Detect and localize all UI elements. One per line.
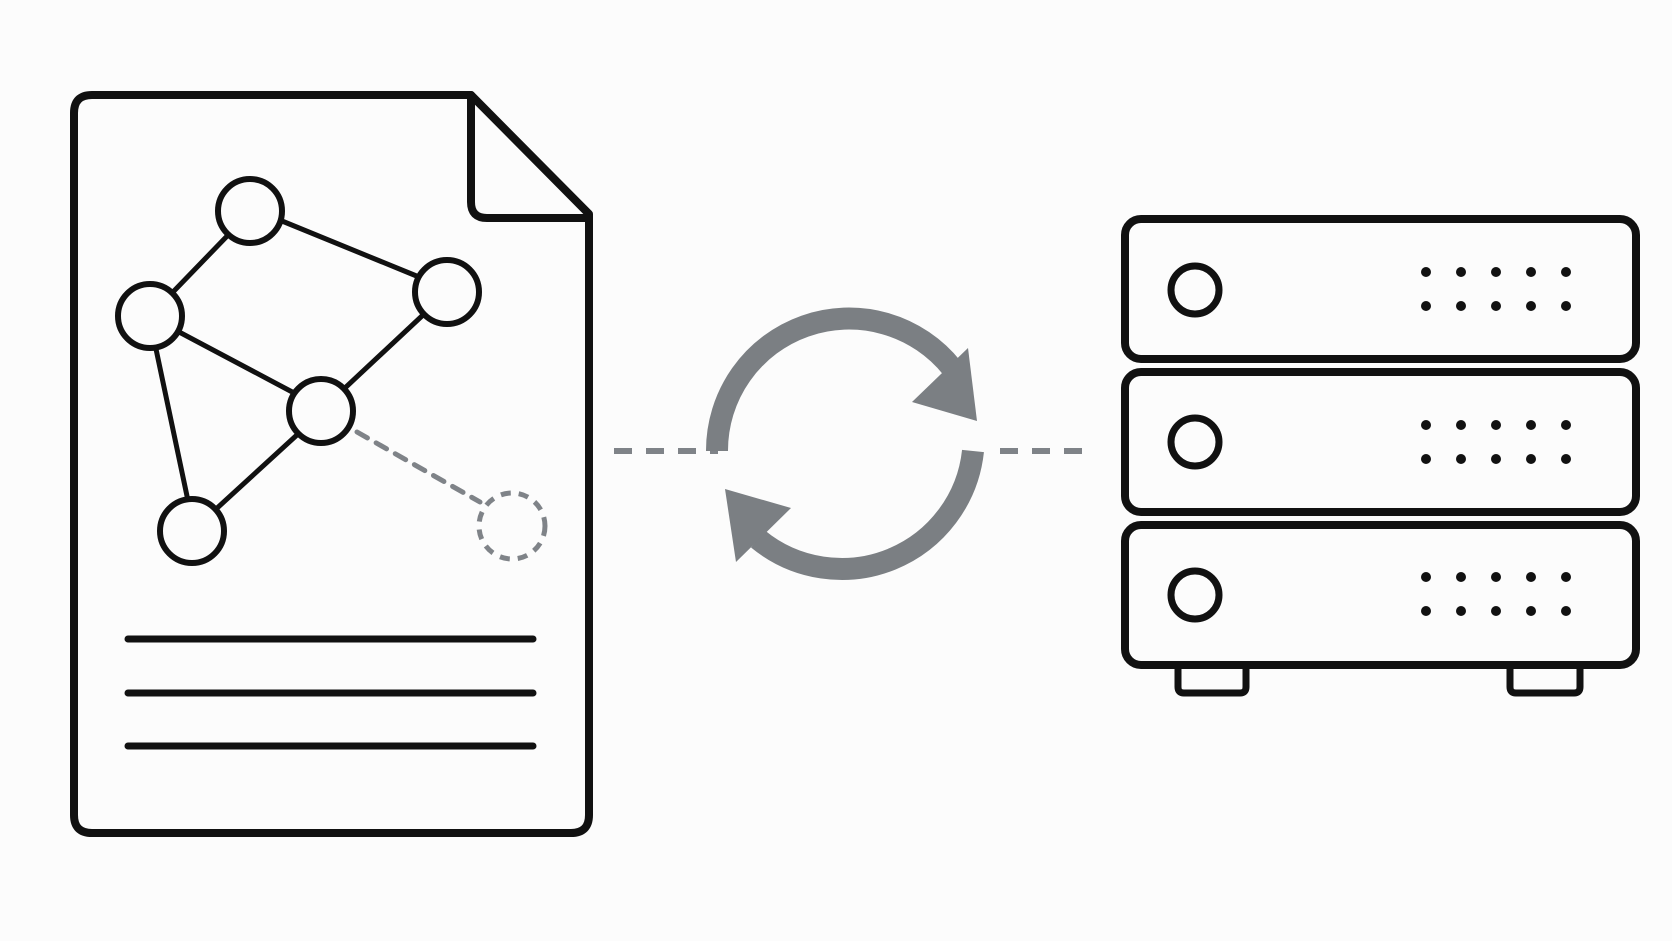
graph-node-placeholder — [476, 490, 548, 562]
server-knobs — [1167, 262, 1223, 623]
server-led-grid-3 — [1421, 572, 1571, 616]
server-knob-3 — [1167, 567, 1223, 623]
graph-edge-b-e — [153, 346, 190, 499]
graph-node-b — [115, 281, 185, 351]
graph-node-e — [157, 496, 227, 566]
server-knob-2 — [1167, 414, 1223, 470]
graph-edge-a-c — [279, 218, 422, 280]
server-units — [1121, 215, 1640, 669]
server-led-grid-2 — [1421, 420, 1571, 464]
graph-edge-c-d — [343, 312, 426, 390]
graph-edges — [153, 218, 426, 513]
sync-arc-top — [705, 307, 961, 452]
graph-network-icon — [115, 176, 548, 566]
graph-edge-d-e — [212, 431, 301, 513]
sync-arc-bottom — [751, 449, 984, 580]
document-text-lines — [124, 635, 537, 750]
server-led-grid-1 — [1421, 267, 1571, 311]
server-unit-2 — [1121, 368, 1640, 516]
sync-arrowhead-bottom — [725, 489, 791, 562]
graph-node-d — [286, 376, 356, 446]
graph-edge-a-b — [170, 229, 234, 295]
server-feet — [1174, 669, 1584, 697]
document-fold — [467, 91, 593, 222]
sync-icon — [705, 307, 984, 580]
server-foot-left — [1174, 669, 1250, 697]
graph-edge-b-d — [178, 330, 299, 397]
server-rack-icon — [1121, 215, 1640, 697]
sync-arrowhead-top — [912, 348, 977, 421]
server-knob-1 — [1167, 262, 1223, 318]
server-foot-right — [1506, 669, 1584, 697]
server-unit-3 — [1121, 521, 1640, 669]
document-icon — [70, 91, 593, 837]
document-outline — [70, 91, 593, 837]
server-unit-1 — [1121, 215, 1640, 363]
graph-node-a — [215, 176, 285, 246]
graph-nodes — [115, 176, 482, 566]
graph-dashed-edge — [354, 429, 483, 505]
graph-node-c — [412, 257, 482, 327]
